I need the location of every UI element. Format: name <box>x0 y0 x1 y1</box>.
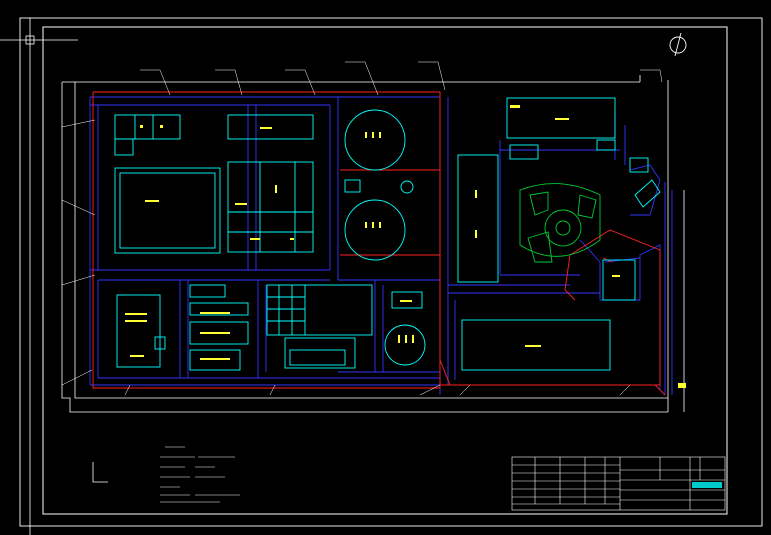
building-pump-room <box>391 291 423 309</box>
pipeline-network <box>92 91 666 396</box>
building-workshop-a <box>114 167 221 254</box>
outer-frame <box>19 17 763 527</box>
title-block <box>511 456 726 511</box>
crosshair-cursor-icon[interactable] <box>0 18 78 535</box>
green-area <box>519 183 601 263</box>
tanks <box>344 109 426 366</box>
tank-north <box>344 109 406 171</box>
building-workshop-b <box>227 161 314 253</box>
tank-small <box>384 324 426 366</box>
building-hall-south <box>461 319 611 371</box>
tank-south <box>344 199 406 261</box>
site-boundary <box>61 75 685 413</box>
building-long-east <box>457 154 499 283</box>
building-office <box>114 114 181 140</box>
road-network <box>89 96 673 395</box>
buildings <box>114 97 661 371</box>
legend-block <box>160 446 240 503</box>
building-annotations <box>125 105 686 388</box>
building-admin-east <box>506 97 616 139</box>
inner-frame <box>42 26 728 515</box>
building-warehouse <box>227 114 314 140</box>
building-storage-row <box>189 284 226 298</box>
title-block-stamp <box>692 482 722 488</box>
building-plant-c <box>116 294 161 368</box>
building-gate-house <box>602 259 636 301</box>
coordinate-labels <box>61 61 663 396</box>
ucs-axis-icon <box>92 462 108 483</box>
north-arrow-icon <box>669 32 687 57</box>
building-grid-hall <box>266 284 373 336</box>
